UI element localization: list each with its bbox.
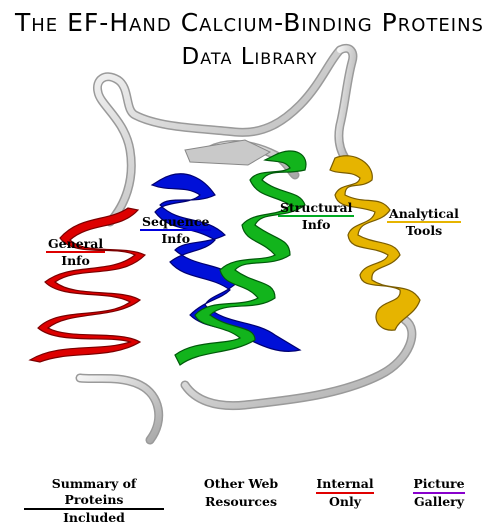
summary-label: Summary of Proteins <box>24 476 164 510</box>
picture-gallery-link[interactable]: Picture Gallery <box>404 476 474 510</box>
analytical-tools-link[interactable]: Analytical Tools <box>387 206 461 238</box>
red-helix <box>28 207 147 363</box>
structural-info-label-2: Info <box>301 217 331 232</box>
general-info-link[interactable]: General Info <box>46 236 106 268</box>
sequence-info-link[interactable]: Sequence Info <box>140 214 212 246</box>
page-title: The EF-Hand Calcium-Binding Proteins <box>15 8 484 37</box>
web-resources-label: Other Web <box>203 476 279 494</box>
general-info-label-2: Info <box>61 253 90 268</box>
gallery-label: Picture <box>413 476 465 494</box>
blue-helix <box>150 173 302 352</box>
analytical-tools-label: Analytical <box>387 206 461 223</box>
analytical-tools-label-2: Tools <box>405 223 443 238</box>
summary-of-proteins-link[interactable]: Summary of Proteins Included <box>24 476 164 526</box>
yellow-helix <box>329 155 421 331</box>
other-web-resources-link[interactable]: Other Web Resources <box>196 476 286 510</box>
sequence-info-label: Sequence <box>140 214 212 231</box>
web-resources-label-2: Resources <box>205 494 277 509</box>
summary-label-2: Included <box>63 510 125 525</box>
sequence-info-label-2: Info <box>161 231 191 246</box>
gallery-label-2: Gallery <box>413 494 465 509</box>
green-helix <box>174 150 307 366</box>
structural-info-label: Structural <box>278 200 355 217</box>
protein-ribbon-image <box>28 43 421 445</box>
general-info-label: General <box>46 236 106 253</box>
structural-info-link[interactable]: Structural Info <box>278 200 355 232</box>
internal-label-2: Only <box>329 494 361 509</box>
internal-label: Internal <box>316 476 374 494</box>
page-subtitle: Data Library <box>181 44 318 70</box>
internal-only-link[interactable]: Internal Only <box>308 476 382 510</box>
